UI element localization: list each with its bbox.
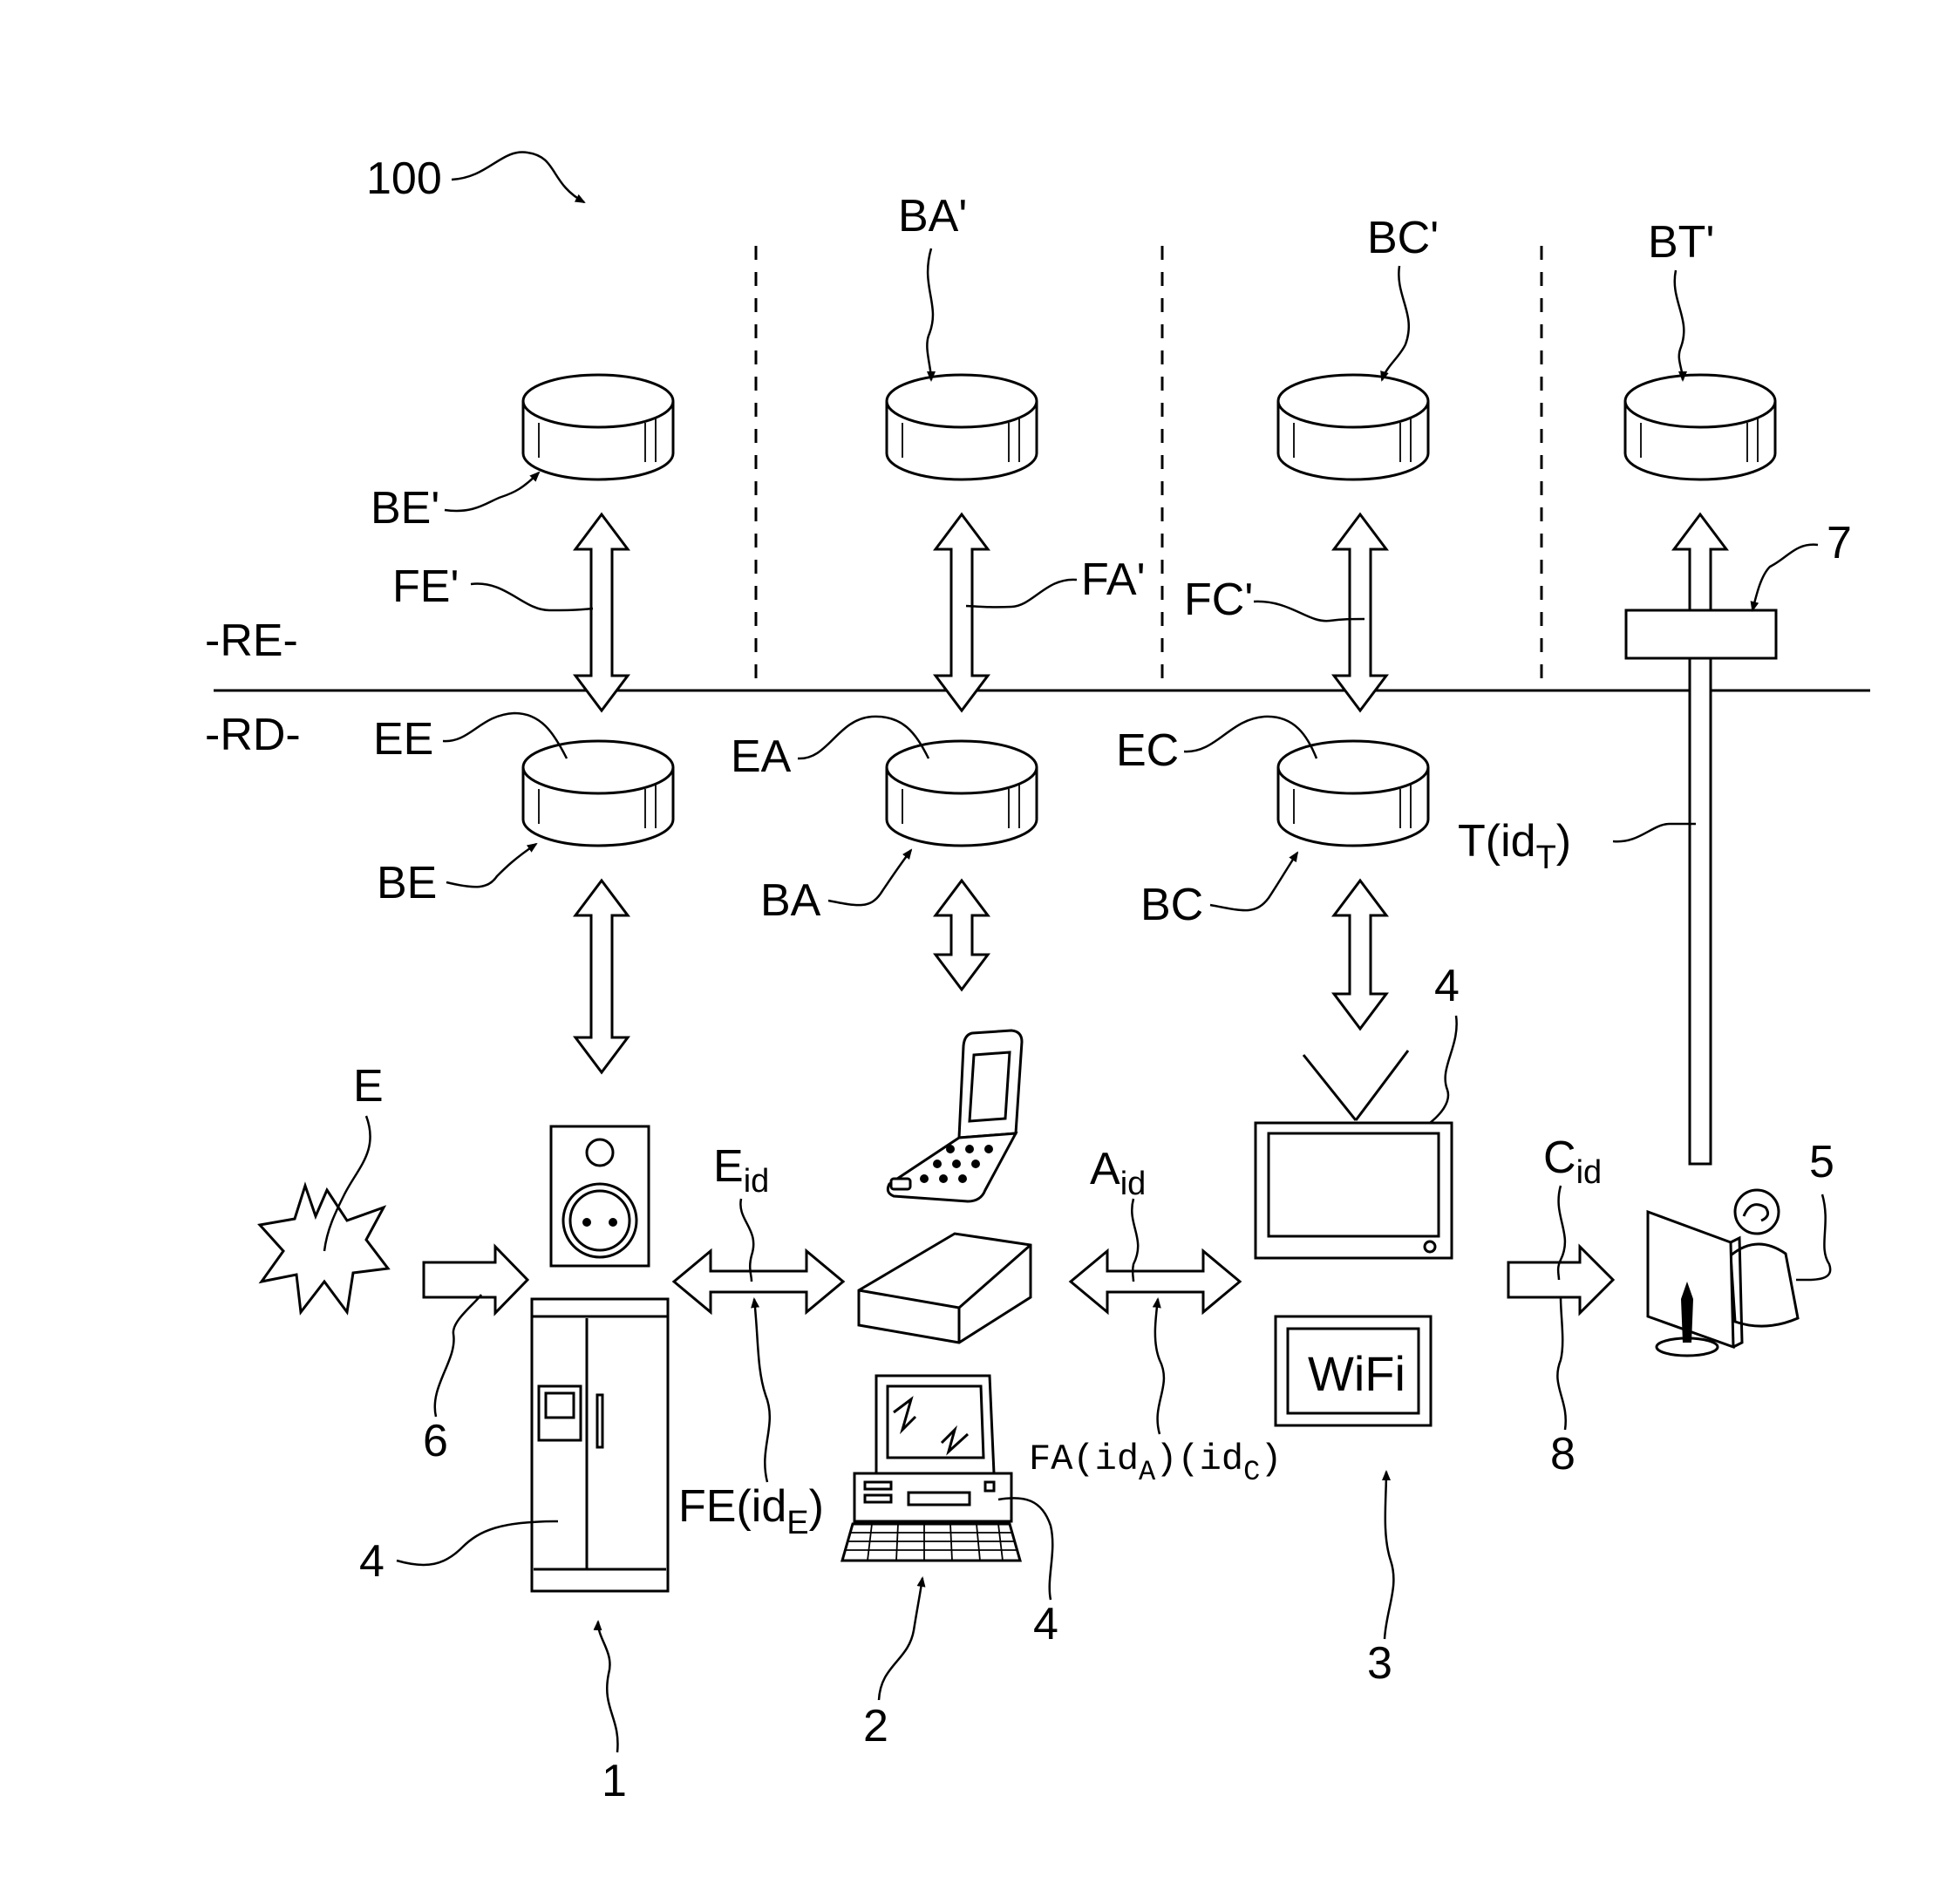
entry-ec-label: EC (1116, 725, 1179, 776)
flow-fa-remote-leader (966, 580, 1077, 608)
flow-e-id-leader (740, 1199, 753, 1282)
desktop-computer-icon (842, 1376, 1020, 1561)
entry-ea-label: EA (731, 731, 792, 782)
flow-bc-device-arrow (1334, 881, 1386, 1029)
svg-text:WiFi: WiFi (1308, 1346, 1405, 1401)
flow-fe-remote-label: FE' (392, 561, 459, 612)
flow-c-id-label: Cid (1543, 1132, 1602, 1191)
flow-fc-remote-arrow (1334, 514, 1386, 711)
flow-e-id-arrow (674, 1251, 843, 1312)
ref-4-tv-label: 4 (1434, 961, 1460, 1011)
local-db-bc-leader (1210, 853, 1297, 910)
ref-5-leader (1796, 1194, 1830, 1280)
ref-1-leader (598, 1622, 618, 1752)
ref-5-label: 5 (1809, 1137, 1834, 1187)
ref-3-label: 3 (1367, 1638, 1392, 1689)
trace-label: T(idT) (1458, 816, 1571, 876)
event-label: E (353, 1061, 384, 1112)
wifi-router-icon: WiFi (1276, 1316, 1431, 1425)
remote-db-be-label: BE' (371, 483, 439, 534)
local-database-be (523, 741, 673, 846)
ref-2-label: 2 (863, 1701, 888, 1751)
remote-database-ba (887, 375, 1037, 480)
gateway-box-icon (859, 1234, 1031, 1343)
flow-a-id-arrow (1071, 1251, 1240, 1312)
ref-4-pc-label: 4 (1033, 1599, 1058, 1649)
zone-rd-label: -RD- (205, 710, 301, 760)
television-icon (1256, 1051, 1452, 1258)
trace-arrow-head (1674, 514, 1726, 610)
flow-fa-id-label: FA(idA)(idC) (1029, 1439, 1282, 1488)
ref-6-label: 6 (423, 1416, 448, 1466)
flip-phone-icon (888, 1030, 1022, 1201)
ref-100-label: 100 (366, 153, 442, 204)
remote-database-bt (1625, 375, 1775, 480)
local-db-be-label: BE (377, 858, 437, 908)
remote-db-ba-label: BA' (898, 191, 967, 241)
remote-database-bc (1278, 375, 1428, 480)
ref-4-tv-leader (1430, 1016, 1457, 1123)
ref-6-leader (435, 1295, 481, 1417)
local-db-bc-label: BC (1140, 880, 1203, 930)
remote-db-bt-leader (1675, 270, 1684, 380)
flow-a-id-label: Aid (1090, 1144, 1146, 1202)
user-workstation-icon (1648, 1190, 1798, 1356)
flow-fe-remote-leader (471, 584, 593, 610)
trace-line (1690, 658, 1711, 1164)
entry-ee-label: EE (373, 714, 433, 765)
local-database-ba (887, 741, 1037, 846)
flow-fe-id-label: FE(idE) (678, 1481, 824, 1541)
ref-7-label: 7 (1827, 518, 1852, 568)
fridge-icon (532, 1299, 668, 1591)
flow-fa-remote-label: FA' (1081, 554, 1146, 605)
filter-7-box (1626, 610, 1776, 658)
ref-8-label: 8 (1550, 1429, 1575, 1479)
flow-fe-id-leader (754, 1299, 770, 1482)
flow-fa-remote-arrow (936, 514, 988, 711)
remote-db-bt-label: BT' (1648, 217, 1714, 268)
smart-socket-icon (551, 1126, 649, 1266)
remote-database-be (523, 375, 673, 480)
flow-fe-remote-arrow (575, 514, 628, 711)
remote-db-ba-leader (927, 248, 933, 380)
ref-3-leader (1385, 1472, 1393, 1639)
ref-100-leader (452, 152, 584, 202)
ref-8-leader (1557, 1297, 1565, 1430)
remote-db-bc-label: BC' (1367, 213, 1439, 263)
flow-fc-remote-label: FC' (1184, 575, 1253, 625)
remote-db-be-leader (445, 473, 539, 511)
zone-re-label: -RE- (205, 616, 298, 666)
trace-leader (1613, 824, 1696, 841)
flow-be-device-arrow (575, 881, 628, 1072)
ref-1-label: 1 (602, 1756, 627, 1806)
flow-ba-device-arrow (936, 881, 988, 990)
arrow-6 (424, 1247, 527, 1313)
remote-db-bc-leader (1382, 266, 1409, 380)
local-db-ba-label: BA (760, 875, 821, 926)
flow-fc-remote-leader (1254, 602, 1365, 621)
flow-fa-id-leader (1155, 1299, 1164, 1434)
ref-2-leader (879, 1578, 922, 1700)
local-db-ba-leader (828, 850, 911, 905)
ref-4-fridge-label: 4 (359, 1536, 385, 1587)
ref-7-leader (1752, 545, 1818, 610)
local-database-bc (1278, 741, 1428, 846)
local-db-be-leader (446, 844, 536, 887)
flow-a-id-leader (1132, 1199, 1138, 1282)
flow-e-id-label: Eid (713, 1141, 769, 1200)
